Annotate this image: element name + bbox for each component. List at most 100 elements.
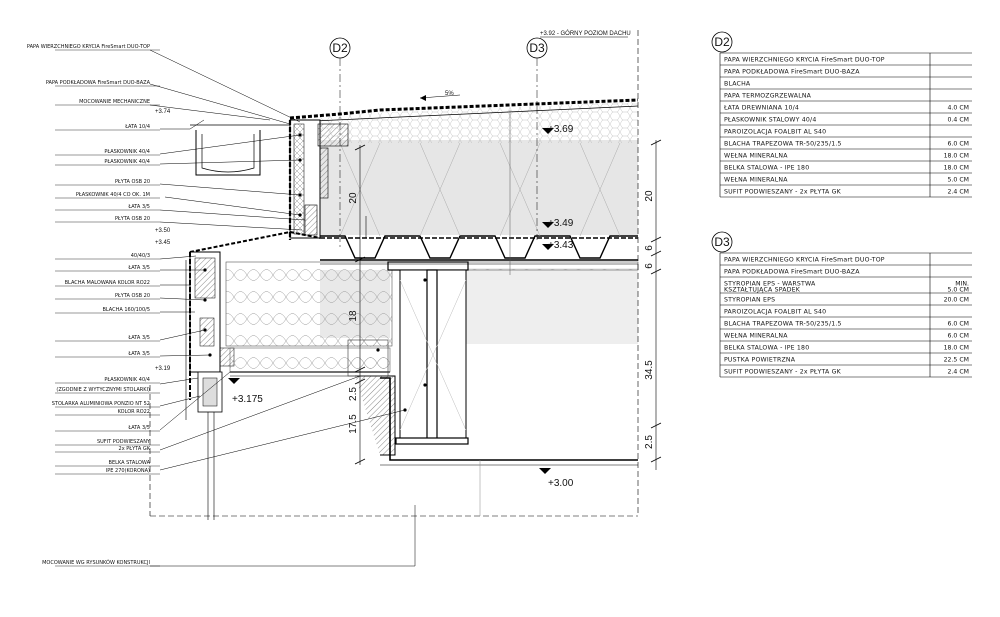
callout-label: PAPA WIERZCHNIEGO KRYCIA FireSmart DUO-T…: [27, 44, 150, 50]
callout-label: IPE 270(KORONA): [106, 468, 150, 474]
callout-label: 40/40/3: [131, 253, 150, 259]
dimension-text: 6: [644, 263, 655, 269]
dimension-text: 17.5: [348, 414, 359, 434]
dimensions: 20 18 2.5 17.5 20 6 6 34.5 2.5: [348, 190, 655, 449]
layer-thickness: 18.0 CM: [944, 345, 969, 352]
left-labels: PAPA WIERZCHNIEGO KRYCIA FireSmart DUO-T…: [27, 44, 160, 567]
layer-thickness: 6.0 CM: [948, 321, 969, 328]
callout-label: 2x PŁYTA GK: [119, 446, 151, 452]
layer-name: PAPA PODKŁADOWA FireSmart DUO-BAZA: [724, 269, 860, 276]
table-row: PAPA TERMOZGRZEWALNA: [720, 88, 972, 100]
dimension-text: 18: [348, 310, 359, 322]
table-row: BLACHA TRAPEZOWA TR-50/235/1.5 6.0 CM: [720, 316, 972, 328]
layer-name: PŁASKOWNIK STALOWY 40/4: [724, 117, 816, 124]
layer-name: STYROPIAN EPS: [724, 297, 775, 304]
elevation-label: +3.49: [548, 218, 574, 229]
layer-name: SUFIT PODWIESZANY - 2x PŁYTA GK: [724, 189, 842, 196]
callout-label: MOCOWANIE WG RYSUNKÓW KONSTRUKCJI: [42, 559, 150, 566]
layer-thickness: 2.4 CM: [948, 189, 969, 196]
layer-name: PUSTKA POWIETRZNA: [724, 357, 796, 364]
callout-label: KOLOR RO22: [118, 409, 150, 415]
table-mark: D3: [714, 235, 730, 249]
dimension-text: 34.5: [644, 360, 655, 380]
layer-table-d3: D3 PAPA WIERZCHNIEGO KRYCIA FireSmart DU…: [711, 231, 972, 378]
elevation-label: +3.69: [548, 124, 574, 135]
dimension-text: 20: [348, 192, 359, 204]
layer-name: PAPA TERMOZGRZEWALNA: [724, 93, 812, 100]
elevation-label: +3.74: [155, 109, 171, 115]
callout-label: PŁASKOWNIK 40/4: [104, 377, 150, 383]
layer-name: PAPA WIERZCHNIEGO KRYCIA FireSmart DUO-T…: [724, 257, 885, 264]
layer-thickness: 6.0 CM: [948, 141, 969, 148]
table-row: WEŁNA MINERALNA 5.0 CM: [720, 172, 972, 184]
dimension-text: 2.5: [644, 435, 655, 449]
callout-label: MOCOWANIE MECHANICZNE: [79, 99, 150, 105]
table-row: PAPA PODKŁADOWA FireSmart DUO-BAZA: [720, 64, 972, 76]
table-row: PAROIZOLACJA FOALBIT AL S40: [720, 124, 972, 136]
layer-thickness: MIN.: [955, 281, 969, 288]
table-row: PŁASKOWNIK STALOWY 40/4 0.4 CM: [720, 112, 972, 124]
elevation-label: +3.175: [232, 394, 263, 405]
layer-thickness: 5.0 CM: [948, 177, 969, 184]
table-row: WEŁNA MINERALNA 6.0 CM: [720, 328, 972, 340]
callout-label: PŁYTA OSB 20: [115, 179, 150, 185]
layer-name: WEŁNA MINERALNA: [724, 177, 788, 184]
table-row: PAPA WIERZCHNIEGO KRYCIA FireSmart DUO-T…: [720, 52, 972, 64]
top-level-note: +3.92 - GÓRNY POZIOM DACHU: [540, 30, 631, 37]
svg-text:D3: D3: [529, 41, 545, 55]
callout-label: ŁATA 3/5: [127, 425, 150, 431]
dimension-text: 20: [644, 190, 655, 202]
layer-name: WEŁNA MINERALNA: [724, 153, 788, 160]
table-row: BLACHA: [720, 76, 972, 88]
layer-name: PAROIZOLACJA FOALBIT AL S40: [724, 129, 826, 136]
callout-label: (ZGODNIE Z WYTYCZNYMI STOLARKI): [56, 387, 150, 393]
layer-thickness: 6.0 CM: [948, 333, 969, 340]
layer-thickness: 0.4 CM: [948, 117, 969, 124]
callout-label: ŁATA 3/5: [127, 351, 150, 357]
elevations: +3.69 +3.49 +3.43 +3.175 +3.00: [232, 124, 574, 489]
layer-thickness: 18.0 CM: [944, 165, 969, 172]
table-row: BELKA STALOWA - IPE 180 18.0 CM: [720, 340, 972, 352]
layer-name: BLACHA: [724, 81, 751, 88]
table-row: PUSTKA POWIETRZNA 22.5 CM: [720, 352, 972, 364]
table-row: PAPA WIERZCHNIEGO KRYCIA FireSmart DUO-T…: [720, 252, 972, 264]
dimension-text: 2.5: [348, 387, 359, 401]
section-mark-d2: D2: [329, 37, 351, 59]
callout-label: STOLARKA ALUMINIOWA PONZIO NT 52: [52, 401, 150, 407]
layer-name: BLACHA TRAPEZOWA TR-50/235/1.5: [724, 321, 842, 328]
layer-thickness: 20.0 CM: [944, 297, 969, 304]
callout-label: PŁASKOWNIK 40/4: [104, 159, 150, 165]
layer-name: BELKA STALOWA - IPE 180: [724, 165, 809, 172]
callout-label: ŁATA 3/5: [127, 204, 150, 210]
elevation-label: +3.00: [548, 478, 574, 489]
table-row: BELKA STALOWA - IPE 180 18.0 CM: [720, 160, 972, 172]
callout-label: ŁATA 3/5: [127, 335, 150, 341]
table-mark: D2: [714, 35, 730, 49]
layer-name: PAPA PODKŁADOWA FireSmart DUO-BAZA: [724, 69, 860, 76]
table-row: PAROIZOLACJA FOALBIT AL S40: [720, 304, 972, 316]
callout-label: PŁASKOWNIK 40/4 CO OK. 1M: [76, 192, 150, 198]
layer-name: STYROPIAN EPS - WARSTWA: [724, 281, 816, 288]
layer-name: BELKA STALOWA - IPE 180: [724, 345, 809, 352]
table-row: STYROPIAN EPS 20.0 CM: [720, 292, 972, 304]
layer-name: BLACHA TRAPEZOWA TR-50/235/1.5: [724, 141, 842, 148]
section-mark-d3: D3: [526, 37, 548, 59]
table-row: SUFIT PODWIESZANY - 2x PŁYTA GK 2.4 CM: [720, 184, 972, 196]
svg-text:D2: D2: [332, 41, 348, 55]
elevation-label: +3.45: [155, 240, 171, 246]
callout-label: PŁYTA OSB 20: [115, 216, 150, 222]
layer-name: WEŁNA MINERALNA: [724, 333, 788, 340]
small-elevations: +3.74 +3.50 +3.45 +3.19: [155, 109, 171, 372]
layer-thickness-line2: 5.0 CM: [948, 287, 969, 294]
table-row: PAPA PODKŁADOWA FireSmart DUO-BAZA: [720, 264, 972, 276]
callout-label: BELKA STALOWA: [109, 460, 151, 466]
callout-label: ŁATA 3/5: [127, 265, 150, 271]
layer-thickness: 22.5 CM: [944, 357, 969, 364]
slope-label: 5%: [445, 91, 454, 97]
callout-label: BLACHA MALOWANA KOLOR RO22: [65, 280, 150, 286]
